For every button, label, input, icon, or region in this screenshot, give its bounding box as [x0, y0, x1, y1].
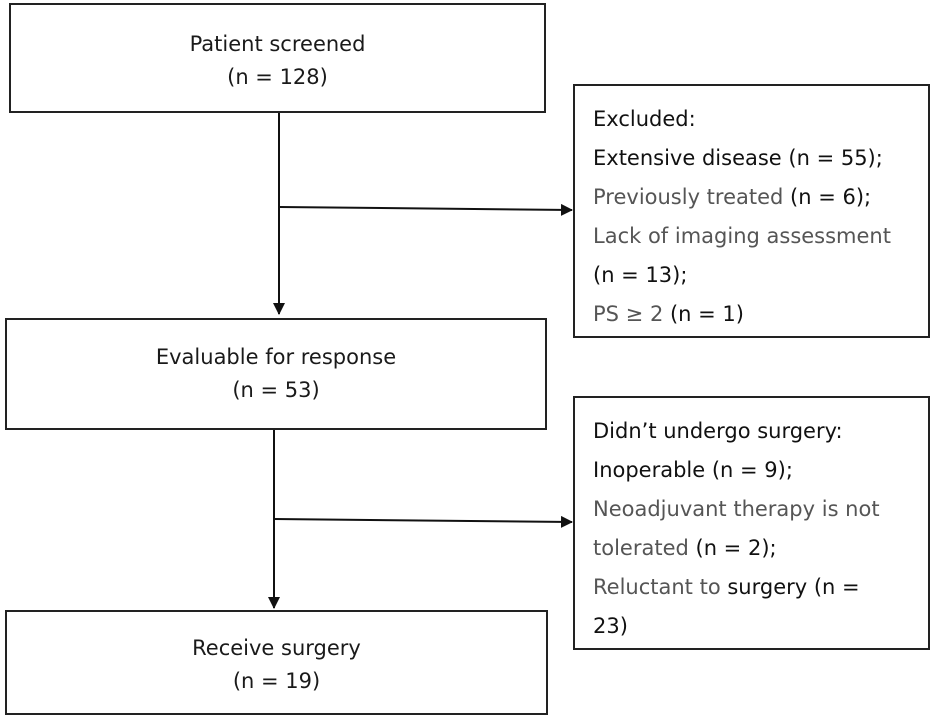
no-surgery-tolerated-count: (n = 2); — [688, 536, 777, 560]
surgery-count: (n = 19) — [232, 669, 321, 693]
surgery-box: Receive surgery (n = 19) — [5, 610, 548, 715]
excluded-ps-label: PS ≥ 2 — [593, 302, 664, 326]
no-surgery-box: Didn’t undergo surgery: Inoperable (n = … — [573, 396, 930, 650]
no-surgery-heading: Didn’t undergo surgery: — [593, 419, 843, 443]
arrow-to-no-surgery — [273, 515, 573, 528]
excluded-ps: PS ≥ 2 (n = 1) — [593, 295, 922, 334]
no-surgery-reluctant-count-cont: 23) — [593, 614, 628, 638]
surgery-title: Receive surgery — [192, 636, 361, 660]
screened-box: Patient screened (n = 128) — [9, 3, 546, 113]
excluded-imaging-count: (n = 13); — [593, 263, 688, 287]
screened-count: (n = 128) — [227, 65, 328, 89]
no-surgery-inoperable: Inoperable (n = 9); — [593, 458, 793, 482]
excluded-previously-treated: Previously treated (n = 6); — [593, 178, 922, 217]
screened-title: Patient screened — [189, 32, 366, 56]
no-surgery-tolerated-label: tolerated — [593, 536, 689, 560]
excluded-previously-treated-label: Previously treated — [593, 185, 784, 209]
excluded-box: Excluded: Extensive disease (n = 55); Pr… — [573, 84, 930, 338]
arrow-to-excluded — [278, 203, 573, 216]
no-surgery-reluctant-label: Reluctant to — [593, 575, 728, 599]
no-surgery-reluctant-count: surgery (n = — [727, 575, 860, 599]
excluded-extensive-disease: Extensive disease (n = 55); — [593, 146, 883, 170]
no-surgery-tolerated: tolerated (n = 2); — [593, 529, 922, 568]
excluded-previously-treated-count: (n = 6); — [783, 185, 872, 209]
evaluable-box: Evaluable for response (n = 53) — [5, 318, 547, 430]
excluded-heading: Excluded: — [593, 107, 696, 131]
evaluable-title: Evaluable for response — [155, 345, 397, 369]
no-surgery-neoadjuvant-label: Neoadjuvant therapy is not — [593, 497, 880, 521]
excluded-imaging-label: Lack of imaging assessment — [593, 224, 891, 248]
evaluable-count: (n = 53) — [232, 378, 320, 402]
excluded-ps-count: (n = 1) — [663, 302, 744, 326]
no-surgery-reluctant: Reluctant to surgery (n = — [593, 568, 922, 607]
